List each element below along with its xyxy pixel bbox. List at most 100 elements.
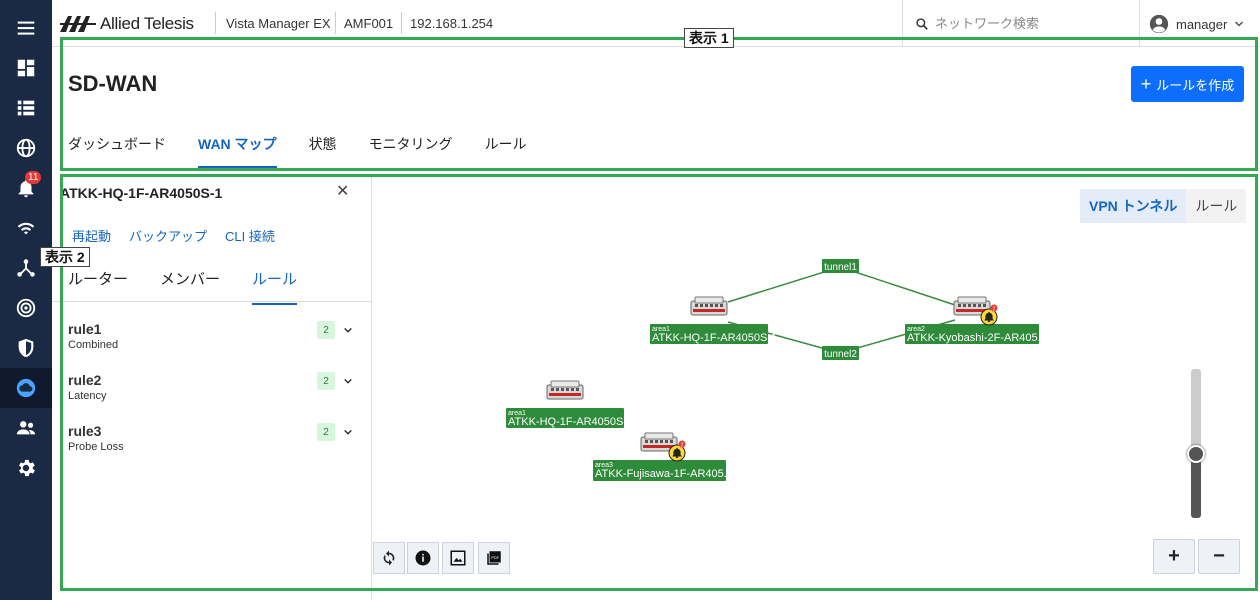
node-area: area1 <box>508 410 526 417</box>
zoom-in-button[interactable]: + <box>1153 539 1195 574</box>
topology-icon[interactable] <box>0 248 52 288</box>
router-node[interactable]: area2 ATKK-Kyobashi-2F-AR405... 2 <box>905 296 1047 344</box>
sidebar: 11 <box>0 0 52 600</box>
annotation-frame-1 <box>60 37 1258 171</box>
export-pdf-button[interactable]: PDF <box>478 542 510 574</box>
svg-text:PDF: PDF <box>491 556 499 560</box>
tunnel-label[interactable]: tunnel2 <box>822 346 859 360</box>
shield-icon[interactable] <box>0 328 52 368</box>
export-image-button[interactable] <box>442 542 474 574</box>
reboot-link[interactable]: 再起動 <box>72 229 112 244</box>
node-area: area3 <box>595 462 613 469</box>
list-item[interactable]: rule2 Latency 2 <box>68 372 358 402</box>
rule-name: rule1 <box>68 321 102 337</box>
device-name: AMF001 <box>344 16 394 31</box>
logo-mark-icon <box>60 16 96 32</box>
panel-tabs: ルーター メンバー ルール <box>68 268 329 305</box>
globe-icon[interactable] <box>0 128 52 168</box>
toggle-rules[interactable]: ルール <box>1186 189 1247 223</box>
alarm-icon[interactable]: 11 <box>0 168 52 208</box>
tab-wan-map[interactable]: WAN マップ <box>198 134 277 168</box>
image-icon <box>450 550 466 566</box>
account-icon <box>1149 14 1169 34</box>
panel-tab-members[interactable]: メンバー <box>160 271 221 288</box>
device-detail-panel: ATKK-HQ-1F-AR4050S-1 ✕ 再起動 バックアップ CLI 接続… <box>52 176 372 600</box>
panel-tab-router[interactable]: ルーター <box>68 271 129 288</box>
node-name: ATKK-HQ-1F-AR4050S-1 <box>652 332 777 344</box>
page-title: SD-WAN <box>68 71 158 96</box>
tab-rules[interactable]: ルール <box>484 136 527 152</box>
zoom-slider[interactable] <box>1191 369 1201 518</box>
rule-count-badge: 2 <box>317 372 335 390</box>
dashboard-icon[interactable] <box>0 48 52 88</box>
tunnel2-label: tunnel2 <box>824 349 857 360</box>
allied-telesis-logo: Allied Telesis <box>60 14 194 34</box>
menu-icon[interactable] <box>0 8 52 48</box>
panel-title: ATKK-HQ-1F-AR4050S-1 <box>60 185 223 201</box>
info-icon <box>415 550 431 566</box>
tab-status[interactable]: 状態 <box>308 136 337 152</box>
app-name: Vista Manager EX <box>226 16 331 31</box>
radar-icon[interactable] <box>0 288 52 328</box>
node-area: area1 <box>652 326 670 333</box>
router-node[interactable]: area1 ATKK-HQ-1F-AR4050S-2 <box>506 380 633 428</box>
router-node[interactable]: area3 ATKK-Fujisawa-1F-AR405... 2 <box>593 432 733 481</box>
rule-name: rule3 <box>68 423 102 439</box>
create-rule-label: ルールを作成 <box>1156 77 1235 93</box>
sdwan-cloud-icon[interactable] <box>0 368 52 408</box>
alarm-count: 2 <box>993 307 996 313</box>
map-view-toggle: VPN トンネル ルール <box>1080 189 1247 223</box>
zoom-slider-handle[interactable] <box>1187 445 1205 463</box>
list-item[interactable]: rule1 Combined 2 <box>68 321 358 351</box>
search-input[interactable] <box>935 16 1125 31</box>
annotation-label-1: 表示 1 <box>684 28 734 48</box>
chevron-down-icon <box>1235 21 1244 27</box>
node-name: ATKK-Fujisawa-1F-AR405... <box>595 468 733 480</box>
close-icon[interactable]: ✕ <box>336 183 350 200</box>
panel-tab-rules[interactable]: ルール <box>252 268 298 305</box>
user-menu[interactable]: manager <box>1149 14 1245 34</box>
refresh-icon <box>383 550 395 566</box>
alarm-count: 2 <box>681 443 684 449</box>
info-button[interactable] <box>407 542 439 574</box>
search-icon <box>916 17 928 30</box>
annotation-frame-2 <box>60 174 1258 591</box>
page-tabs: ダッシュボード WAN マップ 状態 モニタリング ルール <box>68 134 559 168</box>
refresh-button[interactable] <box>373 542 405 574</box>
zoom-out-button[interactable]: − <box>1198 539 1240 574</box>
node-name: ATKK-Kyobashi-2F-AR405... <box>907 332 1047 344</box>
rule-type: Combined <box>68 339 119 351</box>
logo-text: Allied Telesis <box>100 14 194 33</box>
chevron-down-icon[interactable] <box>342 423 354 441</box>
plus-icon: + <box>1140 74 1152 94</box>
device-ip: 192.168.1.254 <box>410 16 494 31</box>
alarm-badge: 11 <box>25 171 42 184</box>
cli-connect-link[interactable]: CLI 接続 <box>225 229 275 244</box>
pdf-icon: PDF <box>487 551 501 565</box>
tab-dashboard[interactable]: ダッシュボード <box>68 136 166 152</box>
rule-type: Probe Loss <box>68 441 124 453</box>
chevron-down-icon[interactable] <box>342 372 354 390</box>
rule-count-badge: 2 <box>317 321 335 339</box>
toggle-vpn-tunnel[interactable]: VPN トンネル <box>1080 189 1187 223</box>
rule-name: rule2 <box>68 372 102 388</box>
rule-type: Latency <box>68 390 107 402</box>
router-node[interactable]: area1 ATKK-HQ-1F-AR4050S-1 <box>650 296 777 344</box>
tunnel-label[interactable]: tunnel1 <box>822 259 859 273</box>
users-icon[interactable] <box>0 408 52 448</box>
tunnel1-label: tunnel1 <box>824 262 857 273</box>
backup-link[interactable]: バックアップ <box>129 229 208 244</box>
rule-count-badge: 2 <box>317 423 335 441</box>
node-area: area2 <box>907 326 925 333</box>
tab-monitoring[interactable]: モニタリング <box>368 136 453 152</box>
settings-icon[interactable] <box>0 448 52 488</box>
list-icon[interactable] <box>0 88 52 128</box>
chevron-down-icon[interactable] <box>342 321 354 339</box>
username: manager <box>1176 16 1228 32</box>
wan-map: tunnel1 tunnel2 area1 ATKK-HQ-1F-AR4050S… <box>506 259 1047 481</box>
wifi-icon[interactable] <box>0 208 52 248</box>
list-item[interactable]: rule3 Probe Loss 2 <box>68 423 358 453</box>
panel-actions: 再起動 バックアップ CLI 接続 <box>72 226 293 245</box>
network-search[interactable] <box>902 0 1140 47</box>
create-rule-button[interactable]: + ルールを作成 <box>1131 66 1244 102</box>
